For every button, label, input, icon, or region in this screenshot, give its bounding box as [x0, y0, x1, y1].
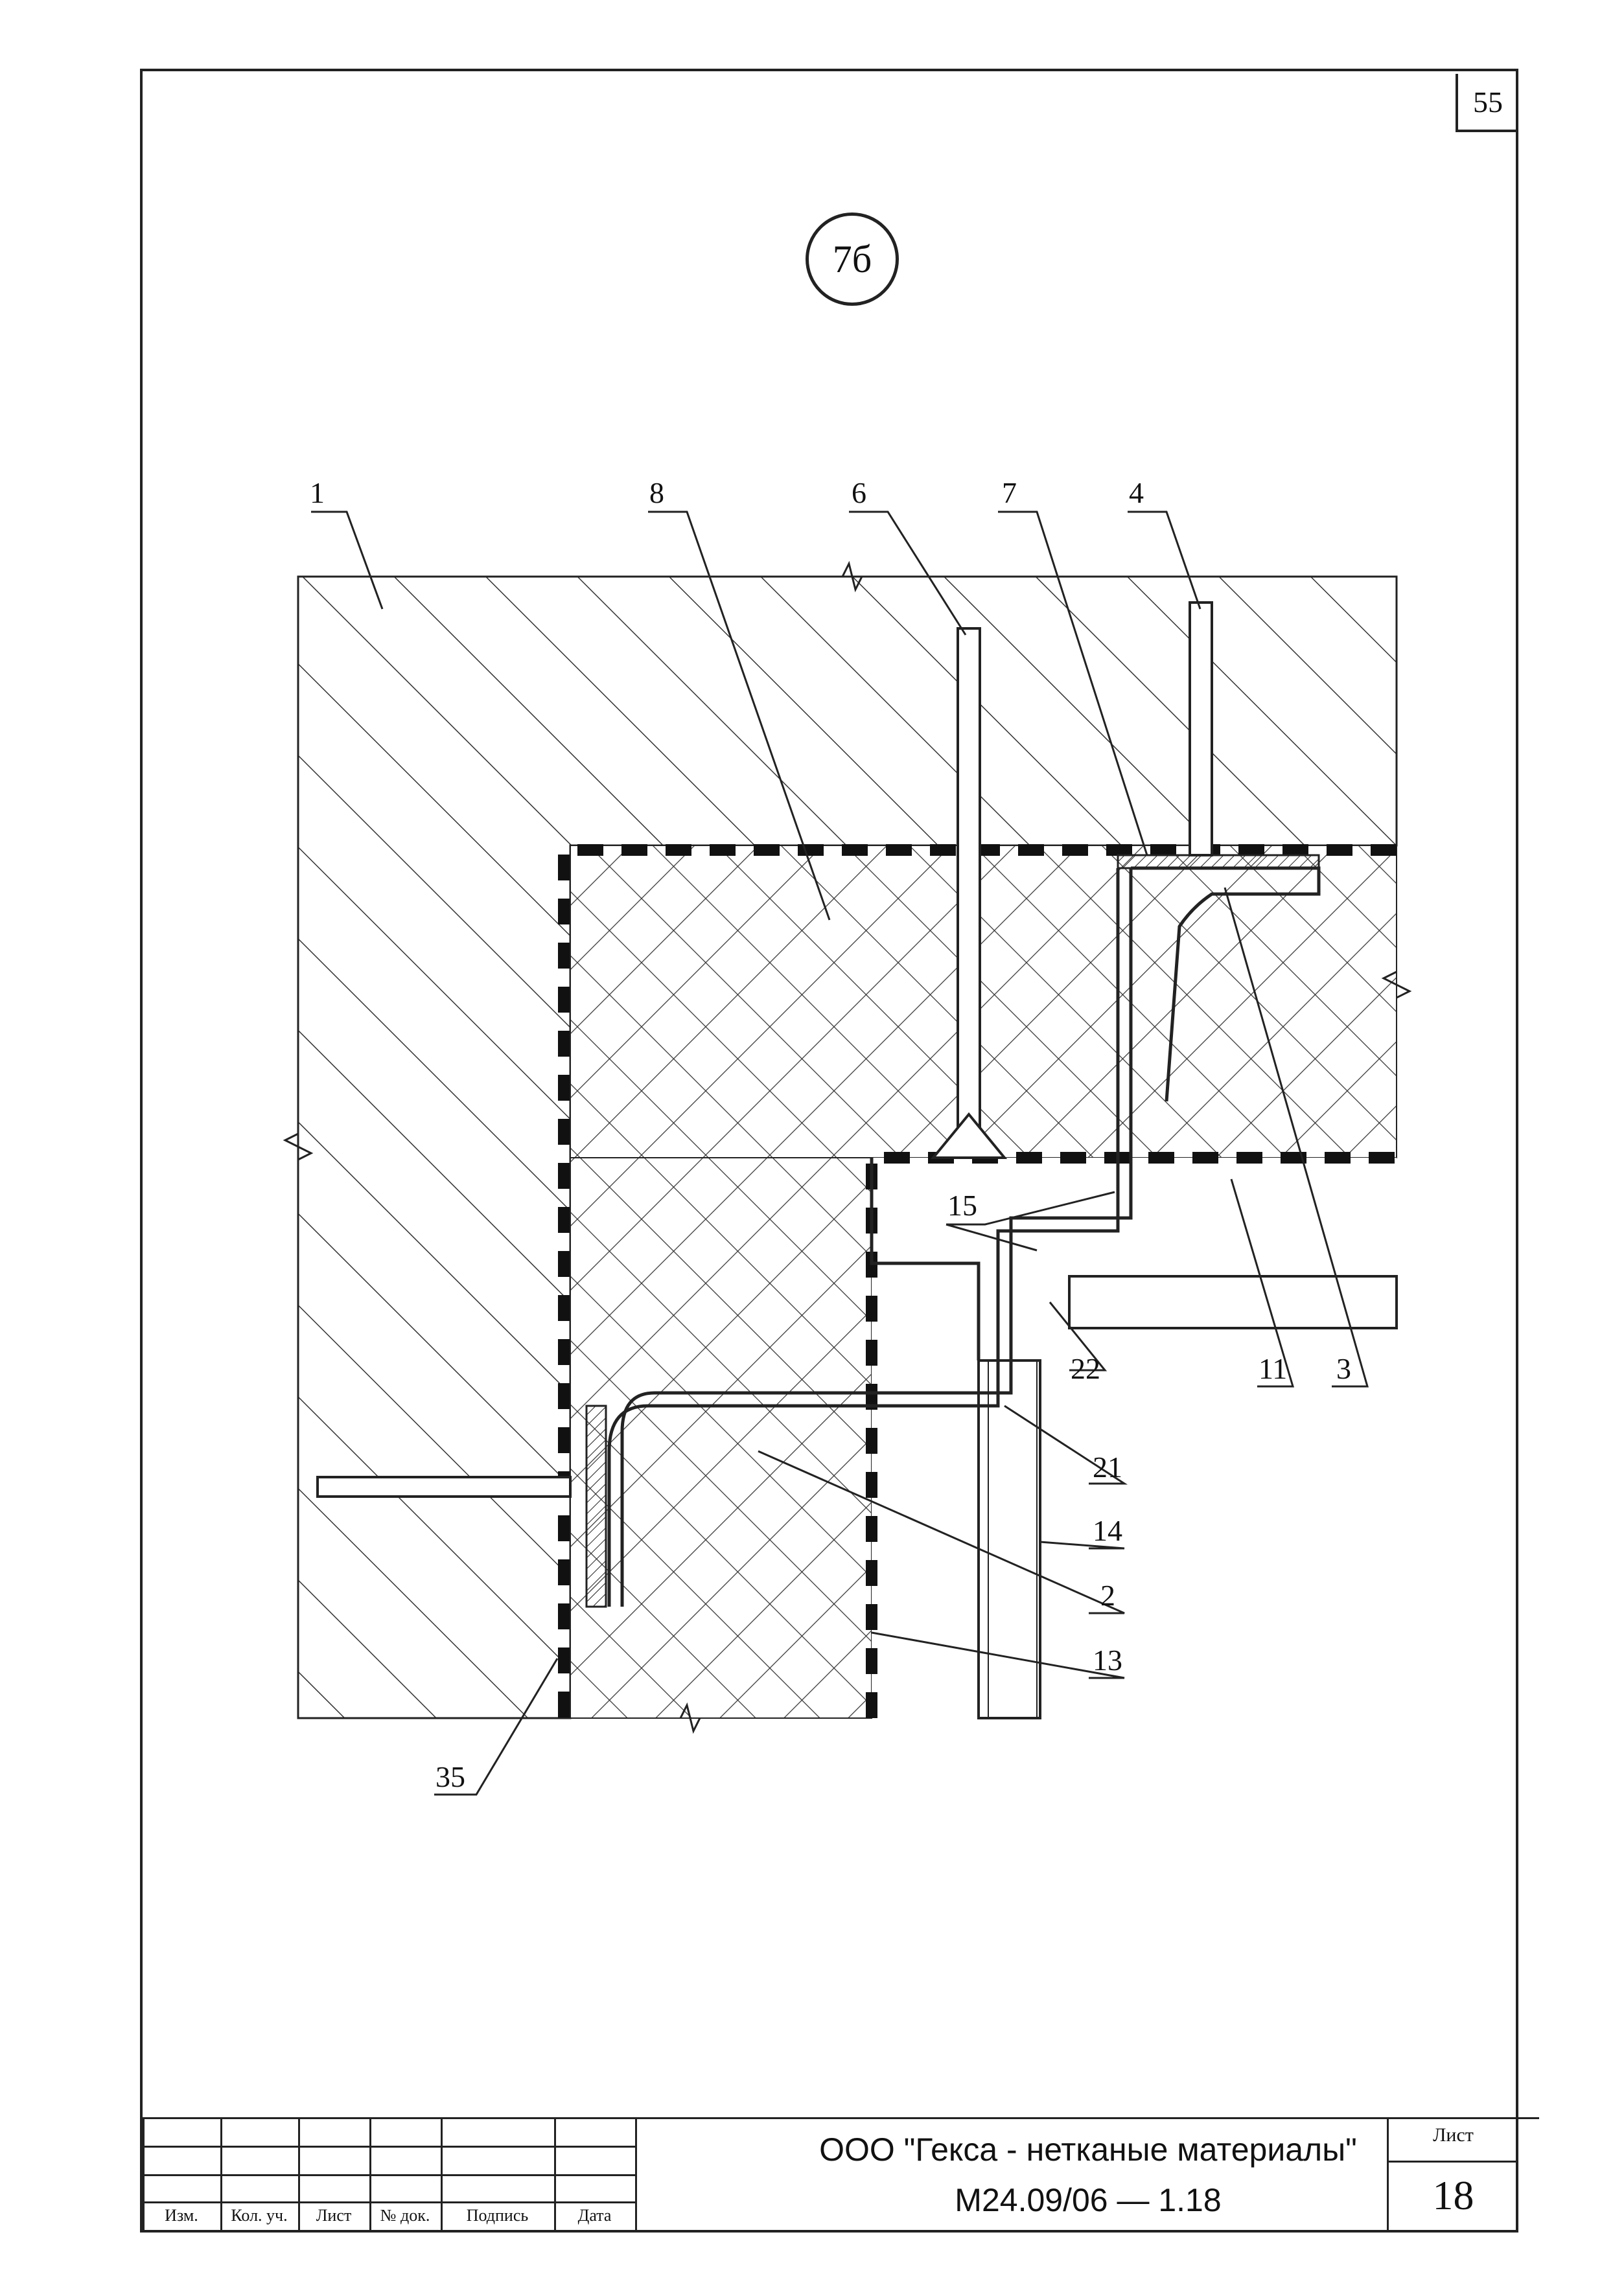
detail-mark: 7б: [806, 212, 899, 306]
col-izm: Изм.: [165, 2206, 198, 2225]
callout-22: 22: [1071, 1352, 1100, 1385]
col-list: Лист: [316, 2206, 352, 2225]
page-number: 55: [1456, 74, 1518, 132]
bracket-pad-left: [585, 1405, 607, 1608]
callout-35: 35: [435, 1760, 465, 1793]
callout-3: 3: [1336, 1352, 1351, 1385]
organization-name: ООО "Гекса - нетканые материалы": [819, 2131, 1357, 2168]
sheet-number: 18: [1389, 2161, 1518, 2220]
bracket-profiles: [607, 866, 1321, 1607]
dowel-left: [316, 1476, 572, 1498]
dowel-6: [930, 627, 1008, 1159]
insulation-upper-mesh: [570, 845, 1397, 1158]
title-main: ООО "Гекса - нетканые материалы" М24.09/…: [635, 2117, 1539, 2232]
document-code: М24.09/06 — 1.18: [955, 2182, 1222, 2218]
callout-4: 4: [1129, 476, 1144, 509]
callout-13: 13: [1093, 1644, 1122, 1677]
col-kol-uch: Кол. уч.: [231, 2206, 288, 2225]
callout-8: 8: [649, 476, 664, 509]
bracket-pad-top: [1117, 854, 1320, 869]
callout-1: 1: [310, 476, 325, 509]
col-sign: Подпись: [466, 2206, 529, 2225]
callout-11: 11: [1259, 1352, 1288, 1385]
leader-lines: [311, 511, 1369, 1796]
membrane: [558, 844, 1397, 1718]
dowel-4: [1189, 601, 1213, 856]
sheet-label: Лист: [1433, 2124, 1474, 2146]
callout-6: 6: [852, 476, 866, 509]
callout-2: 2: [1100, 1579, 1115, 1612]
callout-21: 21: [1093, 1451, 1122, 1484]
callout-15: 15: [947, 1189, 977, 1222]
col-date: Дата: [577, 2206, 612, 2225]
revision-grid: Изм. Кол. уч. Лист № док. Подпись Дата: [143, 2117, 635, 2230]
break-lines: [283, 560, 1412, 1734]
insulation-lower-mesh: [570, 1157, 872, 1719]
callout-14: 14: [1093, 1514, 1122, 1547]
title-block: Изм. Кол. уч. Лист № док. Подпись Дата О…: [143, 2117, 1539, 2232]
callout-7: 7: [1002, 476, 1017, 509]
sheet-box: Лист 18: [1387, 2117, 1518, 2232]
drawing-frame: [140, 69, 1518, 2233]
col-doc: № док.: [380, 2206, 430, 2225]
